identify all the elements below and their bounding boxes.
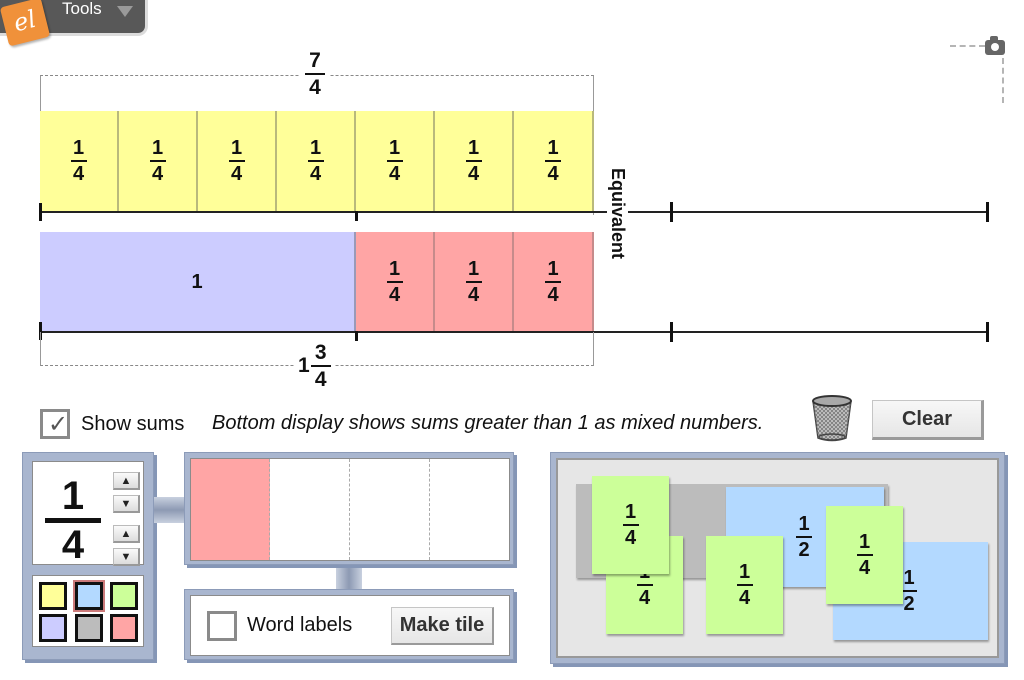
numerator-value: 1 <box>61 474 85 518</box>
make-tile-panel: Word labels Make tile <box>184 589 514 660</box>
camera-guide-line <box>1002 58 1004 103</box>
dropdown-caret-icon <box>117 6 133 17</box>
camera-guide-line <box>950 45 985 47</box>
top-sum-denominator: 4 <box>309 76 321 99</box>
number-line-tick <box>355 211 358 221</box>
numerator-up-button[interactable]: ▲ <box>113 472 140 490</box>
equivalent-label: Equivalent <box>607 166 628 262</box>
bottom-sum-numerator: 3 <box>314 341 327 364</box>
denominator-up-button[interactable]: ▲ <box>113 525 140 543</box>
checkmark-icon: ✓ <box>48 411 69 438</box>
color-swatch-gray[interactable] <box>75 614 103 642</box>
checkbox[interactable]: ✓ <box>40 409 70 439</box>
preview-part <box>431 459 510 560</box>
numerator-down-button[interactable]: ▼ <box>113 495 140 513</box>
tile-preview-panel <box>184 452 514 565</box>
word-labels-label: Word labels <box>247 614 353 636</box>
make-tile-button[interactable]: Make tile <box>391 607 494 645</box>
make-tile-controls: Word labels Make tile <box>190 595 510 656</box>
panel-connector <box>336 566 362 590</box>
show-sums-label: Show sums <box>81 412 185 435</box>
preview-part <box>351 459 430 560</box>
color-swatch-yellow[interactable] <box>39 582 67 610</box>
bottom-sum-label: 1 3 4 <box>294 342 335 390</box>
number-line-tick <box>986 322 989 342</box>
show-sums-checkbox[interactable]: ✓ Show sums <box>40 409 184 439</box>
hint-text: Bottom display shows sums greater than 1… <box>212 412 764 434</box>
explorelearning-logo: el <box>0 0 51 47</box>
bottom-number-line <box>40 331 988 333</box>
number-line-tick <box>670 322 673 342</box>
denominator-value: 4 <box>61 523 85 567</box>
preview-part <box>271 459 350 560</box>
bottom-sum-denominator: 4 <box>314 368 327 391</box>
number-line-tick <box>355 331 358 341</box>
camera-icon[interactable] <box>985 36 1005 55</box>
number-line-tick <box>986 202 989 222</box>
number-line-tick <box>39 322 42 340</box>
color-swatch-green[interactable] <box>110 582 138 610</box>
word-labels-checkbox[interactable] <box>207 611 237 641</box>
preview-part <box>191 459 270 560</box>
denominator-down-button[interactable]: ▼ <box>113 548 140 566</box>
whole-tile[interactable]: 1 <box>40 232 356 332</box>
color-palette <box>32 575 144 647</box>
tile-bin: 12 12 14 14 14 14 <box>556 458 999 658</box>
trash-can-icon[interactable] <box>810 393 854 443</box>
color-swatch-lavender[interactable] <box>39 614 67 642</box>
top-number-line <box>40 211 988 213</box>
bottom-sum-whole: 1 <box>298 354 310 377</box>
color-swatch-pink[interactable] <box>110 614 138 642</box>
tile-bin-panel: 12 12 14 14 14 14 <box>550 452 1005 664</box>
top-sum-numerator: 7 <box>309 49 321 72</box>
tools-label: Tools <box>62 0 102 18</box>
number-line-tick <box>39 203 42 221</box>
clear-button[interactable]: Clear <box>872 400 984 440</box>
number-line-tick <box>670 202 673 222</box>
tile-preview <box>190 458 510 561</box>
color-swatch-blue[interactable] <box>75 582 103 610</box>
panel-connector <box>154 497 184 523</box>
